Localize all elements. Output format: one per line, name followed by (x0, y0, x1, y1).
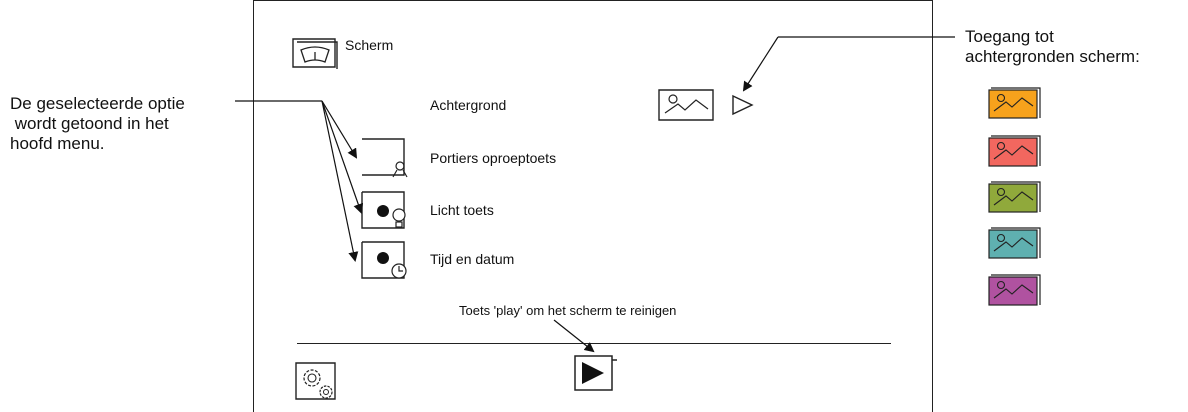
arrow-to-portiers (321, 100, 358, 159)
light-bulb-icon[interactable] (361, 191, 409, 231)
screen-gauge-icon (292, 38, 338, 70)
background-swatch-1[interactable] (988, 87, 1041, 120)
gear-icon[interactable] (295, 362, 339, 402)
screen-frame (253, 0, 933, 412)
page-title: Scherm (345, 37, 394, 53)
play-button-icon[interactable] (574, 355, 618, 391)
arrow-to-tijd (321, 100, 359, 262)
menu-item-licht[interactable]: Licht toets (430, 202, 494, 218)
left-note-line-3: hoofd menu. (10, 134, 105, 153)
triangle-right-icon[interactable] (732, 94, 754, 116)
left-note-line-1: De geselecteerde optie (10, 94, 185, 113)
menu-item-portiers[interactable]: Portiers oproeptoets (430, 150, 557, 166)
arrow-to-play (553, 319, 595, 353)
menu-item-tijd[interactable]: Tijd en datum (430, 251, 515, 267)
clock-icon[interactable] (361, 241, 409, 281)
doorman-call-icon[interactable] (361, 138, 409, 178)
menu-item-achtergrond[interactable]: Achtergrond (430, 97, 507, 113)
right-note-line-1: Toegang tot (965, 27, 1054, 46)
left-note-line-2: wordt getoond in het (10, 114, 169, 133)
right-note: Toegang tot achtergronden scherm: (965, 27, 1140, 67)
background-swatch-5[interactable] (988, 274, 1041, 307)
background-swatch-2[interactable] (988, 135, 1041, 168)
left-note: De geselecteerde optie wordt getoond in … (10, 94, 185, 154)
right-note-line-2: achtergronden scherm: (965, 47, 1140, 66)
landscape-image-icon[interactable] (658, 89, 714, 121)
arrow-to-licht (321, 100, 364, 214)
background-swatch-4[interactable] (988, 227, 1041, 260)
play-hint: Toets 'play' om het scherm te reinigen (459, 303, 677, 318)
arrow-to-next (742, 36, 779, 92)
background-swatch-3[interactable] (988, 181, 1041, 214)
